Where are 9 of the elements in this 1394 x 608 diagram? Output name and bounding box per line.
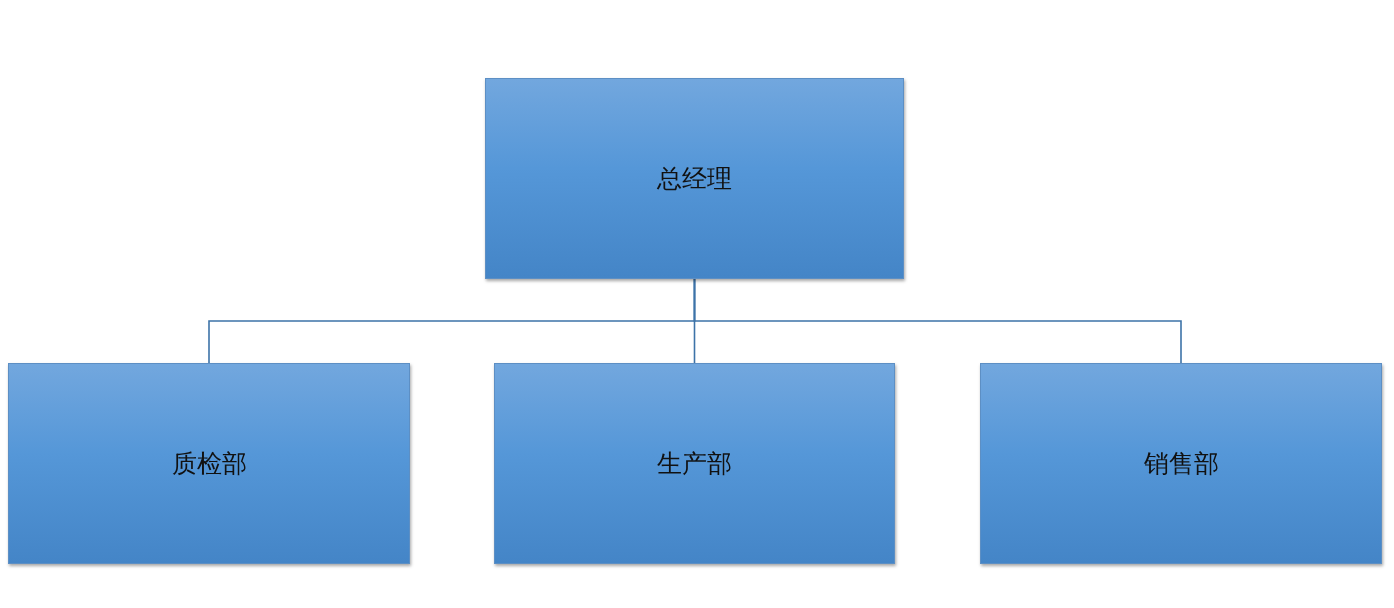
org-box <box>485 78 904 279</box>
box-label: 销售部 <box>1143 448 1219 480</box>
box-label: 总经理 <box>657 163 732 195</box>
org-box <box>494 363 895 564</box>
box-label: 质检部 <box>171 448 247 480</box>
connector-line <box>693 278 1182 364</box>
box-label: 生产部 <box>657 448 732 480</box>
org-box <box>8 363 410 564</box>
org-box <box>980 363 1382 564</box>
